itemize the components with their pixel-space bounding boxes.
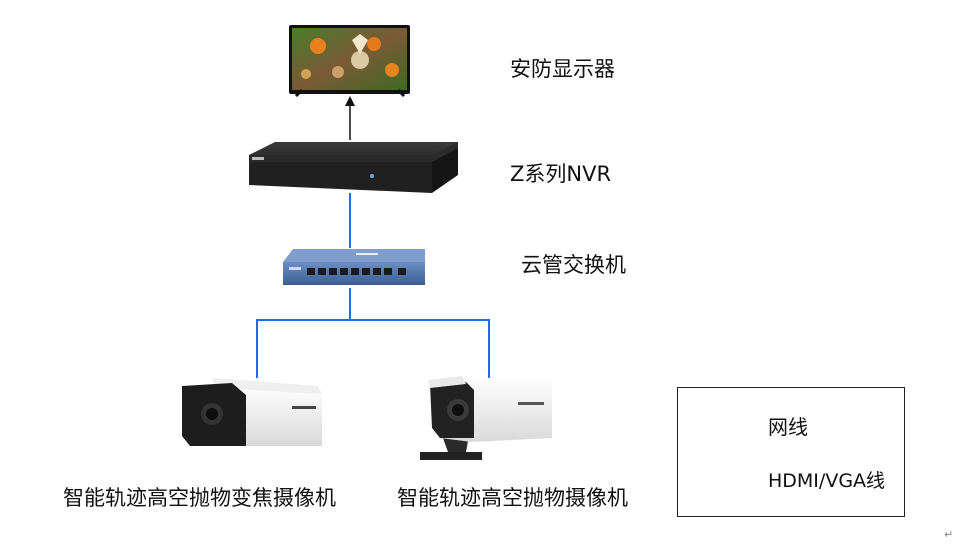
bullet-camera-icon <box>420 376 552 460</box>
legend-network-label: 网线 <box>768 415 808 439</box>
monitor-icon <box>289 25 410 98</box>
camera-right-label: 智能轨迹高空抛物摄像机 <box>397 486 628 510</box>
legend <box>677 387 905 517</box>
legend-hdmi-label: HDMI/VGA线 <box>768 470 886 492</box>
switch-label: 云管交换机 <box>521 253 626 277</box>
network-line-branch <box>256 319 490 378</box>
bullet-camera-icon <box>182 378 322 446</box>
camera-left-label: 智能轨迹高空抛物变焦摄像机 <box>63 486 336 510</box>
nvr-label: Z系列NVR <box>510 162 612 186</box>
return-mark: ↵ <box>944 528 954 541</box>
switch-icon <box>283 249 425 285</box>
monitor-label: 安防显示器 <box>510 57 615 81</box>
nvr-icon <box>249 142 458 193</box>
connections <box>256 96 490 378</box>
